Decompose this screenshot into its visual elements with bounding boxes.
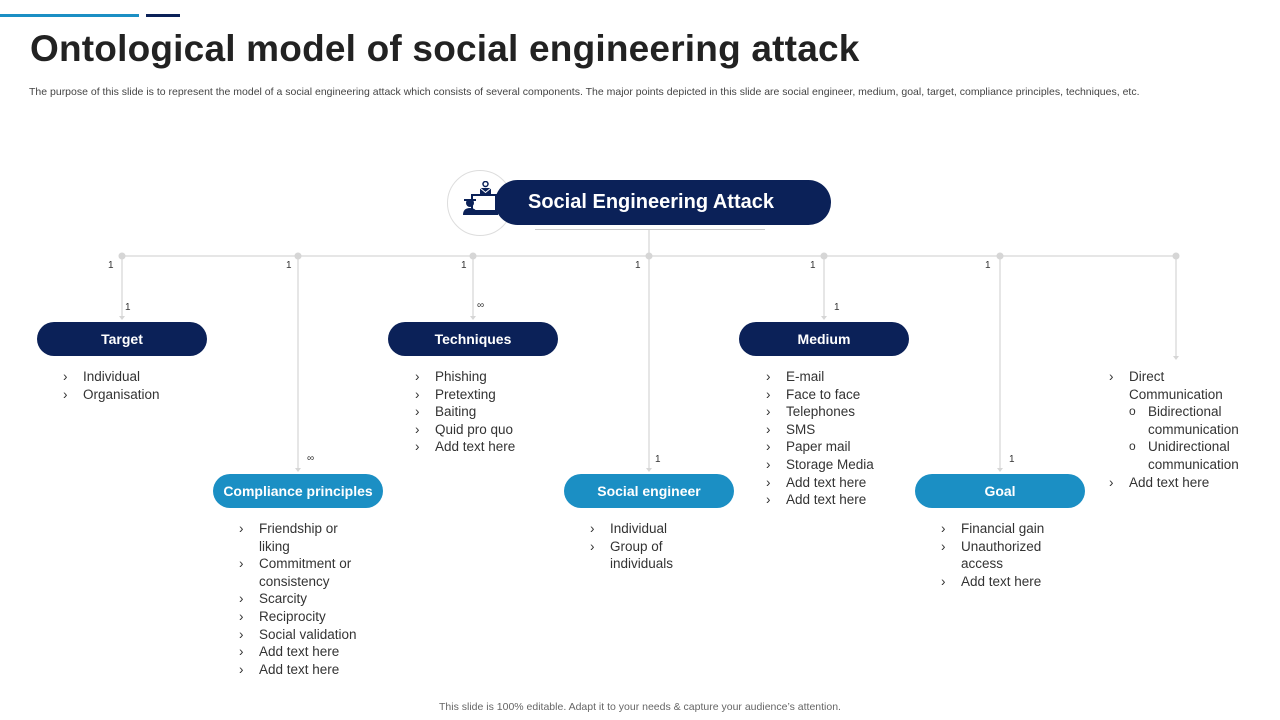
compliance-list: Friendship or liking Commitment or consi… [239, 520, 369, 678]
list-item: Baiting [415, 403, 555, 421]
list-item: Direct Communication [1109, 368, 1229, 403]
list-item: Group of individuals [590, 538, 710, 573]
multiplicity-label: 1 [810, 260, 816, 271]
list-item: Reciprocity [239, 608, 369, 626]
multiplicity-label: ∞ [307, 453, 315, 464]
multiplicity-label: 1 [1009, 454, 1015, 465]
list-item: Social validation [239, 626, 369, 644]
node-goal: Goal [915, 474, 1085, 508]
list-item: Phishing [415, 368, 555, 386]
multiplicity-label: 1 [655, 454, 661, 465]
multiplicity-label: 1 [985, 260, 991, 271]
list-item: Telephones [766, 403, 906, 421]
list-item: Add text here [239, 643, 369, 661]
goal-list: Financial gain Unauthorized access Add t… [941, 520, 1066, 590]
list-item: Commitment or consistency [239, 555, 369, 590]
list-item: Quid pro quo [415, 421, 555, 439]
techniques-list: Phishing Pretexting Baiting Quid pro quo… [415, 368, 555, 456]
node-target: Target [37, 322, 207, 356]
multiplicity-label: 1 [461, 260, 467, 271]
list-item: Face to face [766, 386, 906, 404]
node-medium: Medium [739, 322, 909, 356]
list-item: Add text here [1109, 474, 1259, 492]
accent-bar [0, 14, 139, 17]
list-item: E-mail [766, 368, 906, 386]
list-item: Individual [63, 368, 203, 386]
root-node-social-engineering-attack: Social Engineering Attack [495, 180, 831, 225]
node-social-engineer: Social engineer [564, 474, 734, 508]
list-item: Add text here [766, 491, 906, 509]
root-underline [535, 229, 765, 230]
footer-note: This slide is 100% editable. Adapt it to… [439, 701, 841, 713]
list-item: Individual [590, 520, 710, 538]
multiplicity-label: 1 [635, 260, 641, 271]
list-subitem: Bidirectional communication [1109, 403, 1259, 438]
list-item: Scarcity [239, 590, 369, 608]
list-item: SMS [766, 421, 906, 439]
multiplicity-label: 1 [834, 302, 840, 313]
accent-bar-dark [146, 14, 180, 17]
multiplicity-label: 1 [286, 260, 292, 271]
multiplicity-label: 1 [125, 302, 131, 313]
list-item: Add text here [415, 438, 555, 456]
node-techniques: Techniques [388, 322, 558, 356]
list-item: Organisation [63, 386, 203, 404]
page-title: Ontological model of social engineering … [30, 28, 860, 69]
list-item: Add text here [766, 474, 906, 492]
list-item: Paper mail [766, 438, 906, 456]
multiplicity-label: ∞ [477, 300, 485, 311]
list-item: Add text here [239, 661, 369, 679]
list-item: Storage Media [766, 456, 906, 474]
list-item: Unauthorized access [941, 538, 1066, 573]
hacker-laptop-email-icon [463, 181, 498, 215]
social-engineer-list: Individual Group of individuals [590, 520, 710, 573]
list-item: Pretexting [415, 386, 555, 404]
multiplicity-label: 1 [108, 260, 114, 271]
list-item: Financial gain [941, 520, 1066, 538]
node-compliance-principles: Compliance principles [213, 474, 383, 508]
list-item: Add text here [941, 573, 1066, 591]
target-list: Individual Organisation [63, 368, 203, 403]
list-item: Friendship or liking [239, 520, 369, 555]
medium-list: E-mail Face to face Telephones SMS Paper… [766, 368, 906, 509]
direct-communication-list: Direct Communication Bidirectional commu… [1109, 368, 1259, 491]
page-subtitle: The purpose of this slide is to represen… [29, 86, 1140, 98]
list-subitem: Unidirectional communication [1109, 438, 1259, 473]
